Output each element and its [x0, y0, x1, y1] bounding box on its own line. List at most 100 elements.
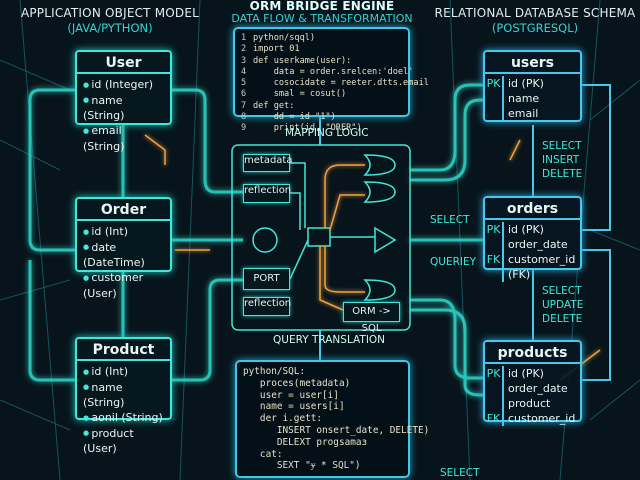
column-name: product: [508, 397, 551, 410]
field: id (Int): [83, 364, 164, 380]
line-number: 4: [241, 66, 247, 77]
table-column: email: [485, 106, 580, 121]
op-label: DELETE: [542, 313, 583, 325]
class-name: Product: [77, 339, 170, 361]
field: name (String): [83, 93, 164, 124]
port-node[interactable]: PORT: [243, 268, 290, 290]
line-number: 9: [241, 123, 247, 134]
class-product[interactable]: Product id (Int)name (String)aonil (Stri…: [75, 337, 172, 455]
column-name: customer_id (FK): [508, 253, 576, 281]
class-name: Order: [77, 199, 170, 221]
line-number: 3: [241, 55, 247, 66]
reflection-node-2[interactable]: reflection: [243, 297, 291, 316]
code-line: name = users[i]: [243, 401, 345, 413]
column-name: order_date: [508, 382, 568, 395]
code-line: DELEXT progsamaɜ: [243, 436, 368, 448]
column-name: email: [508, 107, 539, 120]
code-line: INSERT onsert_date, DELETE): [243, 424, 430, 436]
reflection-node[interactable]: reflection: [243, 184, 291, 203]
field: name (String): [83, 380, 164, 411]
code-line: proces(metadata): [243, 377, 351, 389]
code-line: cat:: [243, 448, 283, 460]
code-line: 1 python/sqql): [241, 33, 402, 44]
class-order[interactable]: Order id (Int)date (DateTime)customer (U…: [75, 197, 172, 300]
table-column: order_date: [485, 237, 580, 252]
code-line: 9 print(id, "ORER"): [241, 123, 402, 134]
engine-title: ORM BRIDGE ENGINE: [249, 0, 395, 13]
op-label: SELECT: [542, 140, 582, 152]
code-text: def get:: [253, 100, 295, 111]
code-line: 6 smal = cosut(): [241, 89, 402, 100]
code-text: cosocidate = reeter.dtts.email: [253, 78, 429, 89]
code-line: 2 import 01: [241, 44, 402, 55]
code-text: def userkame(user):: [253, 55, 352, 66]
line-number: 2: [241, 44, 247, 55]
code-line: SEXT "ɏ * SQL"): [243, 460, 361, 472]
line-number: 6: [241, 89, 247, 100]
code-text: smal = cosut(): [253, 89, 347, 100]
op-label: SELECT: [542, 285, 582, 297]
mapping-logic-label: MAPPING LOGIC: [285, 127, 369, 139]
query-label: QUERIEY: [430, 256, 477, 268]
key-marker: PK: [485, 366, 504, 381]
code-line: 5 cosocidate = reeter.dtts.email: [241, 78, 429, 89]
orders-products-ops: SELECT UPDATE DELETE: [542, 284, 583, 326]
line-number: 5: [241, 78, 247, 89]
metadata-node[interactable]: metadata: [243, 154, 292, 172]
table-column: PK id (PK): [485, 220, 580, 237]
field: product (User): [83, 426, 164, 457]
key-marker: PK: [485, 222, 504, 237]
schema-title: RELATIONAL DATABASE SCHEMA: [434, 6, 636, 20]
column-name: id (PK): [508, 223, 544, 236]
class-user[interactable]: User id (Integer)name (String)email (Str…: [75, 50, 172, 153]
column-name: id (PK): [508, 77, 544, 90]
code-line: python/SQL:: [243, 366, 306, 377]
users-orders-ops: SELECT INSERT DELETE: [542, 139, 582, 181]
code-text: import 01: [253, 44, 300, 55]
code-panel-bottom: python/SQL: proces(metadata) user = user…: [235, 360, 430, 478]
column-name: customer_id: [508, 412, 576, 425]
engine-subtitle: DATA FLOW & TRANSFORMATION: [231, 12, 413, 25]
table-name: products: [485, 342, 580, 364]
field: id (Int): [83, 224, 164, 240]
field: id (Integer): [83, 77, 164, 93]
table-name: users: [485, 52, 580, 74]
field: aonil (String): [83, 410, 164, 426]
code-text: dd = id "1"): [253, 112, 336, 123]
table-column: PK id (PK): [485, 364, 580, 381]
op-label: INSERT: [542, 154, 580, 166]
query-translation-label: QUERY TRANSLATION: [273, 334, 386, 346]
select-label: SELECT: [430, 214, 470, 226]
table-column: order_date: [485, 381, 580, 396]
class-name: User: [77, 52, 170, 74]
key-marker: PK: [485, 76, 504, 91]
field: date (DateTime): [83, 240, 164, 271]
code-line: 3 def userkame(user):: [241, 56, 402, 67]
op-label: DELETE: [542, 168, 583, 180]
code-line: user = user[i]: [243, 389, 339, 401]
orm-to-sql-node[interactable]: ORM -> SQL: [343, 302, 400, 334]
op-label: UPDATE: [542, 299, 584, 311]
code-text: data = order.srelcen:'doel': [253, 66, 414, 77]
code-text: python/sqql): [253, 33, 316, 43]
column-name: id (PK): [508, 367, 544, 380]
key-marker: [485, 396, 504, 411]
table-column: name: [485, 91, 580, 106]
bottom-select-label: SELECT: [440, 467, 480, 479]
line-number: 1: [241, 33, 247, 43]
code-line: 8 dd = id "1"): [241, 112, 402, 123]
object-model-subtitle: (JAVA/PYTHON): [67, 21, 153, 35]
table-column: product: [485, 396, 580, 411]
code-line: 7 def get:: [241, 101, 402, 112]
key-marker: [485, 381, 504, 396]
field: customer (User): [83, 270, 164, 301]
column-name: name: [508, 92, 540, 105]
line-number: 7: [241, 100, 247, 111]
object-model-title: APPLICATION OBJECT MODEL: [20, 6, 200, 20]
